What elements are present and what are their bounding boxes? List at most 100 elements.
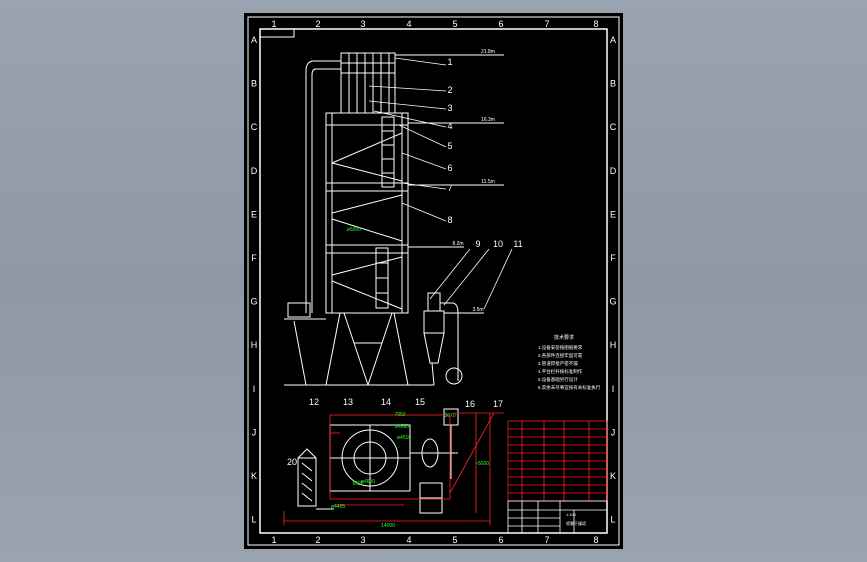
part-number-label: 5 [447,141,452,151]
grid-row-labels-right: A B C D E F G H I J K L [609,35,616,525]
grid-column-label: 8 [593,19,598,29]
grid-row-label: D [251,166,258,176]
grid-row-label: J [611,427,616,437]
part-number-label: 7 [447,183,452,193]
grid-row-label: I [612,384,615,394]
dimension-label: ø4660 [395,424,409,430]
dimension-label: 7950 [394,412,405,418]
note-line: 6.其余未尽事宜按有关标准执行 [538,384,601,391]
elevation-label: 21.8m [481,49,495,55]
grid-column-labels-top: 1 2 3 4 5 6 7 8 [271,19,598,29]
grid-column-label: 3 [360,19,365,29]
part-number-label: 8 [447,215,452,225]
technical-notes: 1.设备安装按图纸要求2.各部件连接牢固可靠3.管道焊接严密不漏4.平台栏杆按标… [538,344,601,391]
outer-frame [247,16,620,546]
grid-column-label: 4 [406,535,411,545]
part-number-label: 10 [493,239,503,249]
title-block-drawing-title: 喷雾干燥塔 [566,520,586,526]
grid-row-label: H [251,340,258,350]
grid-row-label: C [610,122,617,132]
part-number-label: 11 [513,239,522,249]
grid-column-label: 6 [498,535,503,545]
dimension-label: 6500 [352,481,363,487]
note-line: 3.管道焊接严密不漏 [538,360,578,367]
grid-row-label: D [610,166,617,176]
grid-row-label: G [609,297,616,307]
part-number-label: 4 [447,121,452,131]
plan-view [297,408,459,514]
grid-column-label: 2 [315,19,320,29]
note-line: 1.设备安装按图纸要求 [538,344,583,351]
part-number-label: 9 [475,239,480,249]
grid-row-label: A [251,35,257,45]
part-number-label: 13 [343,397,353,407]
grid-row-label: B [251,79,257,89]
dimension-label: ø4465 [331,504,345,510]
part-number-label: 15 [415,397,425,407]
grid-column-label: 8 [593,535,598,545]
part-number-label: 16 [465,399,475,409]
dimension-label: 14000 [381,523,395,529]
drawing-sheet: 1 2 3 4 5 6 7 8 1 2 3 4 5 6 7 8 A B C D E F G H I J K L A B C D E F G H I… [244,13,623,549]
part-number-label: 20 [287,457,297,467]
dimension-label: ~5000 [475,461,489,467]
part-number-label: 1 [447,57,452,67]
part-number-label: 17 [493,399,503,409]
grid-row-label: G [250,297,257,307]
grid-row-label: K [610,471,616,481]
leader-lines [368,57,513,310]
dimension-label: 3670 [444,413,455,419]
grid-row-label: C [251,122,258,132]
dimension-label: ø4510 [397,435,411,441]
grid-column-label: 5 [452,535,457,545]
plan-dimension-labels: ø4660 ø4510 6500 7950 3670 ø4465 14000 ~5000 ø50… [331,227,489,529]
grid-row-label: E [610,209,616,219]
elevation-labels: 21.8m 16.3m 11.5m 8.2m 3.5m [452,49,495,313]
grid-column-label: 4 [406,19,411,29]
grid-row-label: F [610,253,616,263]
title-block [507,420,608,534]
dimension-label: ø4600 [361,479,375,485]
tower-elevation [284,52,434,386]
grid-column-label: 5 [452,19,457,29]
grid-row-label: E [251,209,257,219]
grid-column-label: 1 [271,535,276,545]
grid-column-label: 1 [271,19,276,29]
elevation-label: 11.5m [481,179,495,185]
elevation-label: 8.2m [452,241,463,247]
part-number-label: 6 [447,163,452,173]
grid-row-label: L [610,515,615,525]
grid-row-label: F [251,253,257,263]
note-line: 4.平台栏杆按标准制作 [538,368,583,375]
notes-title: 技术要求 [554,334,574,341]
grid-column-label: 3 [360,535,365,545]
part-number-label: 14 [381,397,391,407]
grid-column-label: 7 [544,19,549,29]
grid-row-label: L [251,515,256,525]
grid-row-label: A [610,35,616,45]
grid-column-label: 7 [544,535,549,545]
grid-row-label: H [610,340,617,350]
part-number-label: 2 [447,85,452,95]
title-block-scale: 1:100 [566,512,577,517]
grid-column-labels-bottom: 1 2 3 4 5 6 7 8 [271,535,598,545]
corner-mark [260,29,295,38]
plan-dimension-lines [283,412,504,525]
inner-frame [259,28,608,534]
note-line: 2.各部件连接牢固可靠 [538,352,583,359]
dimension-label: ø5000 [347,227,361,233]
elevation-label: 16.3m [481,117,495,123]
elevation-label: 3.5m [472,307,483,313]
note-line: 5.设备基础另行设计 [538,376,578,383]
grid-row-label: B [610,79,616,89]
grid-column-label: 2 [315,535,320,545]
grid-row-label: J [252,427,257,437]
elevation-markers [395,54,504,314]
grid-column-label: 6 [498,19,503,29]
cyclone-separator [423,292,463,386]
grid-row-label: K [251,471,257,481]
part-number-label: 3 [447,103,452,113]
